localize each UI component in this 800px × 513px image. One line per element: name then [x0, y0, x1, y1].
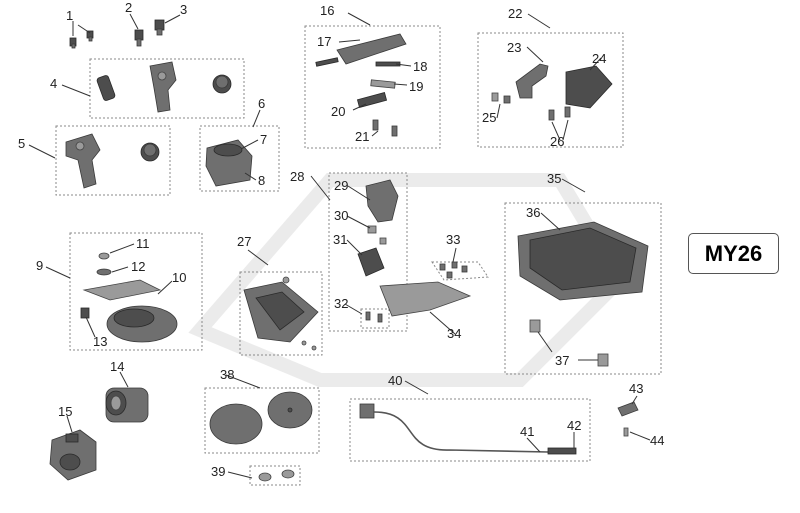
bolt-1 [69, 30, 94, 49]
sensor-40 [359, 403, 577, 455]
callout-11: 11 [136, 236, 150, 251]
callout-9: 9 [36, 258, 43, 273]
callout-37: 37 [555, 353, 569, 368]
callout-44: 44 [650, 433, 664, 448]
group-box-9 [69, 232, 203, 351]
callout-18: 18 [413, 59, 427, 74]
callout-28: 28 [290, 169, 304, 184]
callout-38: 38 [220, 367, 234, 382]
model-year-badge: MY26 [688, 233, 779, 274]
group-box-16 [304, 25, 441, 149]
callout-12: 12 [131, 259, 145, 274]
callout-42: 42 [567, 418, 581, 433]
callout-35: 35 [547, 171, 561, 186]
callout-29: 29 [334, 178, 348, 193]
relay-6 [205, 139, 253, 187]
callout-33: 33 [446, 232, 460, 247]
callout-32: 32 [334, 296, 348, 311]
group-box-35 [504, 202, 662, 375]
washers-39 [258, 469, 295, 482]
battery-tray-35 [517, 221, 649, 367]
group-box-33 [431, 261, 489, 281]
group-box-32 [360, 308, 390, 329]
callout-13: 13 [93, 334, 107, 349]
callout-41: 41 [520, 424, 534, 439]
callout-1: 1 [66, 8, 73, 23]
callout-5: 5 [18, 136, 25, 151]
screws-33 [439, 261, 468, 279]
callout-3: 3 [180, 2, 187, 17]
callout-2: 2 [125, 0, 132, 15]
bolt-43 [617, 401, 639, 437]
bracket-22 [491, 63, 613, 121]
callout-24: 24 [592, 51, 606, 66]
bolt-3 [154, 19, 165, 36]
callout-30: 30 [334, 208, 348, 223]
group-box-22 [477, 32, 624, 148]
callout-31: 31 [333, 232, 347, 247]
callout-34: 34 [447, 326, 461, 341]
group-box-39 [249, 465, 301, 486]
callout-15: 15 [58, 404, 72, 419]
callout-numbers: 1 2 3 4 5 6 7 8 9 10 11 12 13 14 15 16 1… [18, 0, 664, 479]
callout-7: 7 [260, 132, 267, 147]
callout-10: 10 [172, 270, 186, 285]
callout-4: 4 [50, 76, 57, 91]
ignition-switch-5 [65, 133, 160, 189]
callout-27: 27 [237, 234, 251, 249]
callout-43: 43 [629, 381, 643, 396]
callout-25: 25 [482, 110, 496, 125]
callout-14: 14 [110, 359, 124, 374]
ignition-switch-4 [96, 61, 232, 113]
bolt-2 [134, 29, 144, 47]
switch-15 [49, 429, 97, 481]
callout-19: 19 [409, 79, 423, 94]
horn-9 [80, 252, 178, 343]
callout-22: 22 [508, 6, 522, 21]
callout-26: 26 [550, 134, 564, 149]
cover-27 [243, 276, 319, 351]
group-box-27 [239, 271, 323, 356]
callout-39: 39 [211, 464, 225, 479]
module-16 [315, 33, 407, 137]
callout-36: 36 [526, 205, 540, 220]
group-box-40 [349, 398, 591, 462]
switch-14 [105, 387, 149, 423]
group-box-28 [328, 172, 408, 332]
group-box-5 [55, 125, 171, 196]
switch-assembly-28 [357, 179, 472, 323]
cap-38 [209, 391, 313, 445]
callout-6: 6 [258, 96, 265, 111]
callout-40: 40 [388, 373, 402, 388]
callout-20: 20 [331, 104, 345, 119]
callout-16: 16 [320, 3, 334, 18]
leader-lines [28, 12, 651, 479]
callout-8: 8 [258, 173, 265, 188]
group-box-4 [89, 58, 245, 119]
callout-23: 23 [507, 40, 521, 55]
group-box-38 [204, 387, 320, 454]
callout-17: 17 [317, 34, 331, 49]
callout-21: 21 [355, 129, 369, 144]
